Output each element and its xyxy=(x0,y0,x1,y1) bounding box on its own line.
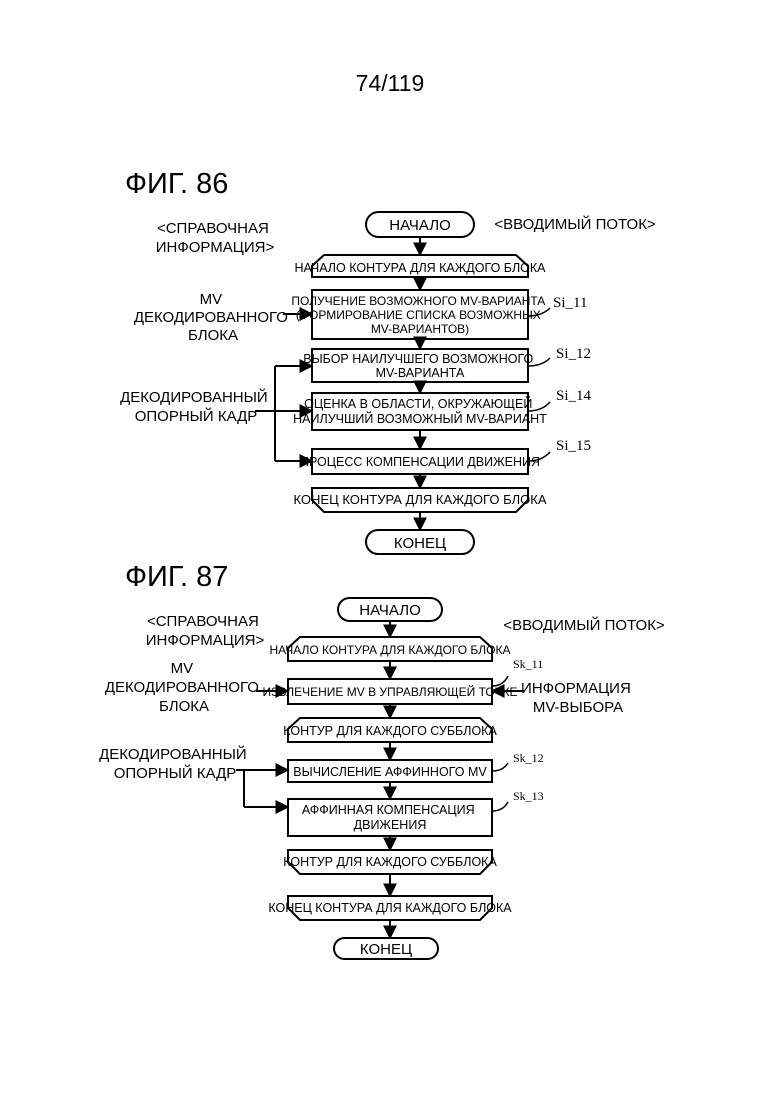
fig-87-input-ref-frame-label: ДЕКОДИРОВАННЫЙ ОПОРНЫЙ КАДР xyxy=(99,745,251,782)
fig-87-end-label: КОНЕЦ xyxy=(360,941,412,958)
fig-86-ref-si14: Si_14 xyxy=(556,388,592,404)
fig-87-ref-sk13: Sk_13 xyxy=(513,789,544,803)
fig-87-title: ФИГ. 87 xyxy=(125,561,228,593)
fig-86-ref-si15: Si_15 xyxy=(556,438,591,454)
fig-86-reference-info-label: <СПРАВОЧНАЯ ИНФОРМАЦИЯ> xyxy=(156,220,275,256)
fig-86-loop-end-label: КОНЕЦ КОНТУРА ДЛЯ КАЖДОГО БЛОКА xyxy=(294,492,547,507)
fig-86-input-stream-label: <ВВОДИМЫЙ ПОТОК> xyxy=(494,215,656,233)
fig-87-leader-sk13 xyxy=(492,802,508,811)
fig-86-start-label: НАЧАЛО xyxy=(389,217,451,234)
fig-87-input-selection-label: ИНФОРМАЦИЯ MV-ВЫБОРА xyxy=(521,680,635,716)
fig-86-input-mv-label: MV ДЕКОДИРОВАННОГО БЛОКА xyxy=(134,291,292,344)
fig-87-ref-sk12: Sk_12 xyxy=(513,751,544,765)
fig-86-input-ref-frame-label: ДЕКОДИРОВАННЫЙ ОПОРНЫЙ КАДР xyxy=(120,388,272,425)
fig-86-ref-si12: Si_12 xyxy=(556,346,591,362)
fig-86-ref-si11: Si_11 xyxy=(553,295,587,311)
fig-87-input-stream-label: <ВВОДИМЫЙ ПОТОК> xyxy=(503,616,665,634)
fig-87-input-mv-label: MV ДЕКОДИРОВАННОГО БЛОКА xyxy=(105,660,263,715)
fig-87-loop-start-label: НАЧАЛО КОНТУРА ДЛЯ КАЖДОГО БЛОКА xyxy=(270,643,511,657)
fig-87-step-sk12-label: ВЫЧИСЛЕНИЕ АФФИННОГО MV xyxy=(293,765,487,779)
page-number: 74/119 xyxy=(356,70,425,96)
fig-86-end-label: КОНЕЦ xyxy=(394,535,446,552)
fig-87-reference-info-label: <СПРАВОЧНАЯ ИНФОРМАЦИЯ> xyxy=(146,613,265,649)
fig-86-title: ФИГ. 86 xyxy=(125,168,228,200)
fig-87-start-label: НАЧАЛО xyxy=(359,602,421,619)
fig-87-step-sk11-label: ИЗВЛЕЧЕНИЕ MV В УПРАВЛЯЮЩЕЙ ТОЧКЕ xyxy=(263,684,518,699)
fig-87-subloop-start-label: КОНТУР ДЛЯ КАЖДОГО СУББЛОКА xyxy=(283,724,497,738)
fig-86-step-si15-label: ПРОЦЕСС КОМПЕНСАЦИИ ДВИЖЕНИЯ xyxy=(300,455,540,469)
fig-87: ФИГ. 87 <СПРАВОЧНАЯ ИНФОРМАЦИЯ> <ВВОДИМЫ… xyxy=(99,561,665,959)
fig-86-loop-start-label: НАЧАЛО КОНТУРА ДЛЯ КАЖДОГО БЛОКА xyxy=(294,261,546,275)
fig-86: ФИГ. 86 <СПРАВОЧНАЯ ИНФОРМАЦИЯ> <ВВОДИМЫ… xyxy=(120,168,656,554)
fig-87-loop-end-label: КОНЕЦ КОНТУРА ДЛЯ КАЖДОГО БЛОКА xyxy=(268,901,512,915)
fig-87-subloop-end-label: КОНТУР ДЛЯ КАЖДОГО СУББЛОКА xyxy=(283,855,497,869)
fig-87-leader-sk12 xyxy=(492,763,508,771)
fig-87-ref-sk11: Sk_11 xyxy=(513,657,543,671)
